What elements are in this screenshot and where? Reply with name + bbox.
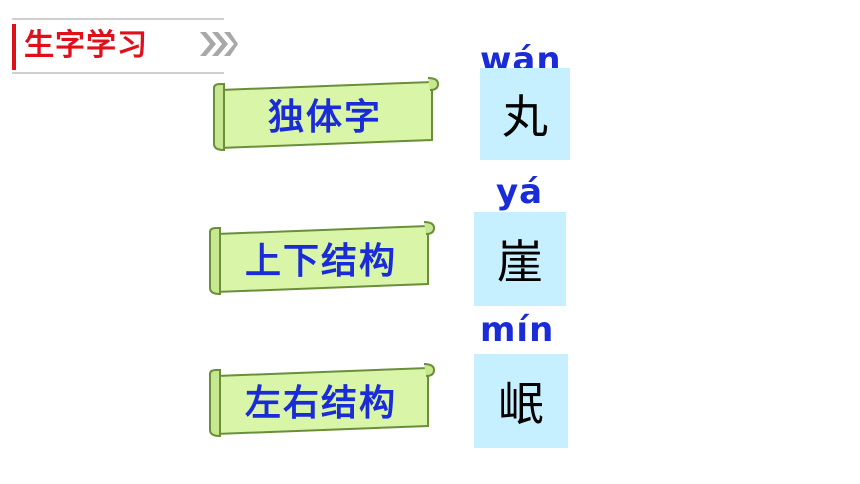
scroll-banner-shape <box>213 77 440 152</box>
header-accent-bar <box>12 24 16 70</box>
category-scroll-top-bottom: 上下结构 <box>206 220 436 296</box>
character-card: 岷 <box>474 354 568 448</box>
scroll-banner-shape <box>209 221 436 296</box>
scroll-banner-shape <box>209 363 436 438</box>
section-header: 生字学习 <box>12 16 238 76</box>
character-hanzi: 崖 <box>497 235 543 289</box>
character-card: 崖 <box>474 212 566 306</box>
category-scroll-single: 独体字 <box>210 76 440 152</box>
character-card: 丸 <box>480 68 570 160</box>
pinyin-label: yá <box>496 172 544 212</box>
category-label: 独体字 <box>267 97 382 138</box>
header-top-rule <box>12 18 224 20</box>
character-hanzi: 丸 <box>502 90 548 144</box>
category-label: 左右结构 <box>244 383 397 424</box>
category-scroll-left-right: 左右结构 <box>206 362 436 438</box>
character-hanzi: 岷 <box>498 377 544 431</box>
pinyin-label: mín <box>480 310 555 350</box>
double-chevron-right-icon <box>200 32 238 56</box>
section-title: 生字学习 <box>24 28 148 63</box>
category-label: 上下结构 <box>244 241 397 282</box>
header-bottom-rule <box>12 72 224 74</box>
